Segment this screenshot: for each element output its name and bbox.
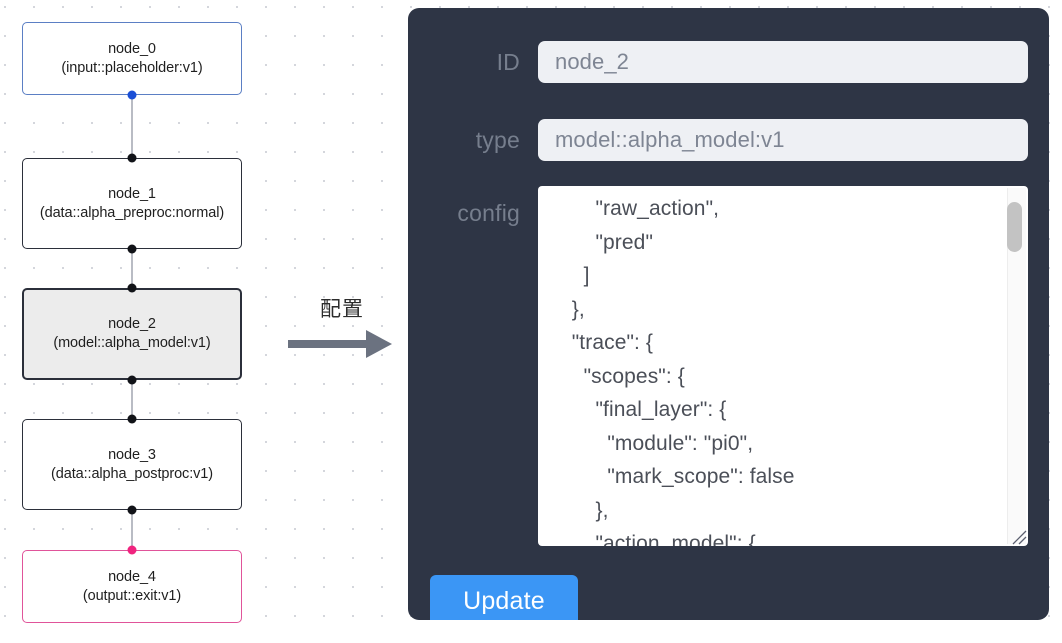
node-subtitle: (input::placeholder:v1) [61,59,203,76]
transition-arrow-group: 配置 [288,296,396,362]
type-label: type [475,126,520,153]
config-label: config [457,200,520,226]
graph-node-node_4[interactable]: node_4(output::exit:v1) [22,550,242,623]
node-config-panel: ID type config Update [408,8,1049,620]
config-editor-wrapper [538,186,1028,546]
arrow-icon [288,330,392,358]
node-port-handle[interactable] [127,244,137,254]
id-label: ID [496,48,520,75]
node-subtitle: (output::exit:v1) [82,587,182,604]
graph-edge[interactable] [131,249,133,288]
config-scrollbar-thumb[interactable] [1007,202,1022,252]
node-subtitle: (data::alpha_preproc:normal) [39,204,225,221]
node-port-handle[interactable] [127,414,137,424]
graph-node-node_2[interactable]: node_2(model::alpha_model:v1) [22,288,242,380]
graph-node-node_3[interactable]: node_3(data::alpha_postproc:v1) [22,419,242,510]
graph-node-node_1[interactable]: node_1(data::alpha_preproc:normal) [22,158,242,249]
update-button[interactable]: Update [430,575,578,620]
config-textarea[interactable] [538,186,1028,546]
node-port-handle[interactable] [127,283,137,293]
id-input[interactable] [538,41,1028,83]
node-subtitle: (data::alpha_postproc:v1) [51,465,213,482]
graph-edge[interactable] [131,510,133,550]
node-port-handle[interactable] [127,153,137,163]
config-scrollbar-track[interactable] [1007,188,1026,544]
field-row-type: type [408,119,1028,161]
node-title: node_1 [108,185,156,202]
graph-node-node_0[interactable]: node_0(input::placeholder:v1) [22,22,242,95]
node-title: node_4 [108,568,156,585]
node-port-handle[interactable] [127,375,137,385]
field-row-id: ID [408,41,1028,83]
graph-edge[interactable] [131,380,133,419]
node-port-handle[interactable] [127,545,137,555]
graph-edge[interactable] [131,95,133,158]
node-title: node_3 [108,446,156,463]
field-row-config: config [408,186,1028,546]
type-input[interactable] [538,119,1028,161]
graph-canvas[interactable]: node_0(input::placeholder:v1)node_1(data… [0,0,406,643]
arrow-label: 配置 [320,297,364,321]
resize-handle-icon[interactable] [1007,525,1027,545]
node-title: node_0 [108,40,156,57]
node-port-handle[interactable] [127,505,137,515]
node-title: node_2 [108,316,156,332]
node-subtitle: (model::alpha_model:v1) [53,335,211,351]
node-port-handle[interactable] [127,90,137,100]
